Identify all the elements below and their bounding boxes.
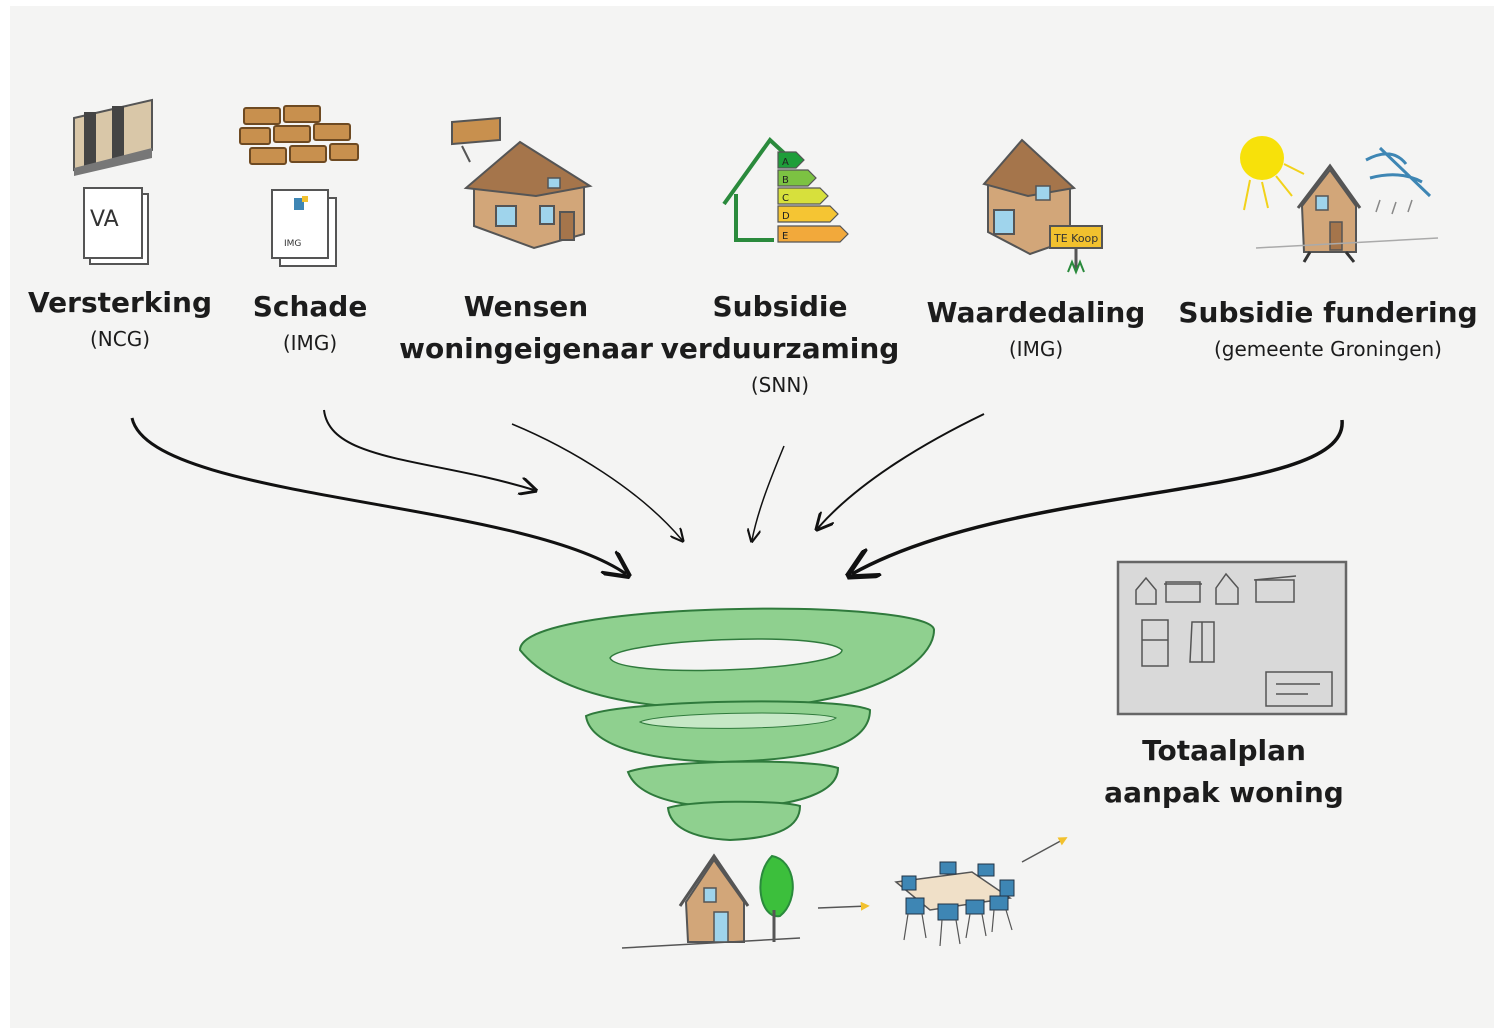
source-subtitle: (IMG): [282, 331, 338, 355]
house-wishes-icon: [451, 116, 593, 250]
source-subtitle: (SNN): [750, 373, 810, 397]
source-title: Subsidie fundering: [1178, 296, 1478, 329]
diagram-canvas: [10, 6, 1494, 1028]
source-waardedaling: Waardedaling (IMG): [927, 292, 1146, 364]
result-label: Totaalplan aanpak woning: [1104, 730, 1344, 814]
doc-text-img: IMG: [284, 239, 301, 249]
source-title: Wensen: [463, 290, 589, 323]
source-subtitle: (NCG): [89, 327, 151, 351]
house-for-sale-icon: TE Koop: [982, 138, 1103, 275]
energy-letter-d: D: [782, 211, 790, 222]
reinforcement-doc-icon: VA: [73, 98, 153, 265]
arrow-schade: [323, 409, 534, 490]
energy-letter-e: E: [782, 231, 788, 242]
source-versterking: Versterking (NCG): [28, 282, 212, 354]
energy-letter-a: A: [782, 157, 789, 168]
energy-letter-c: C: [782, 193, 789, 204]
source-title-line2: woningeigenaar: [399, 332, 653, 365]
arrow-subsidie-fundering: [852, 419, 1344, 574]
source-wensen: Wensen woningeigenaar: [399, 286, 653, 370]
arrow-waardedaling: [818, 413, 985, 528]
source-title: Subsidie: [712, 290, 848, 323]
source-title: Waardedaling: [926, 296, 1146, 329]
input-arrows: [130, 409, 1344, 574]
source-subsidie-fundering: Subsidie fundering (gemeente Groningen): [1178, 292, 1477, 364]
source-subsidie-verduurzaming: Subsidie verduurzaming (SNN): [661, 286, 900, 400]
home-tree-icon: [621, 853, 870, 949]
energy-letter-b: B: [782, 175, 789, 186]
source-subtitle: (gemeente Groningen): [1214, 337, 1442, 361]
energy-label-icon: A B C D E: [722, 136, 849, 243]
meeting-table-icon: [894, 837, 1068, 947]
source-subtitle: (IMG): [1008, 337, 1064, 361]
doc-text-va: VA: [90, 207, 119, 232]
for-sale-sign-text: TE Koop: [1053, 232, 1098, 245]
result-line2: aanpak woning: [1104, 776, 1344, 809]
funnel-icon: [518, 607, 936, 842]
result-line1: Totaalplan: [1142, 734, 1306, 767]
weather-house-icon: [1240, 136, 1439, 263]
arrow-subsidie-verduurzaming: [752, 445, 785, 540]
source-title-line2: verduurzaming: [660, 332, 900, 365]
arrow-versterking: [130, 417, 626, 574]
source-title: Schade: [252, 290, 368, 323]
source-title: Versterking: [28, 286, 212, 319]
plan-board-icon: [1116, 560, 1348, 716]
arrow-wensen: [511, 423, 682, 540]
damage-bricks-icon: IMG: [239, 105, 359, 267]
source-schade: Schade (IMG): [253, 286, 368, 358]
